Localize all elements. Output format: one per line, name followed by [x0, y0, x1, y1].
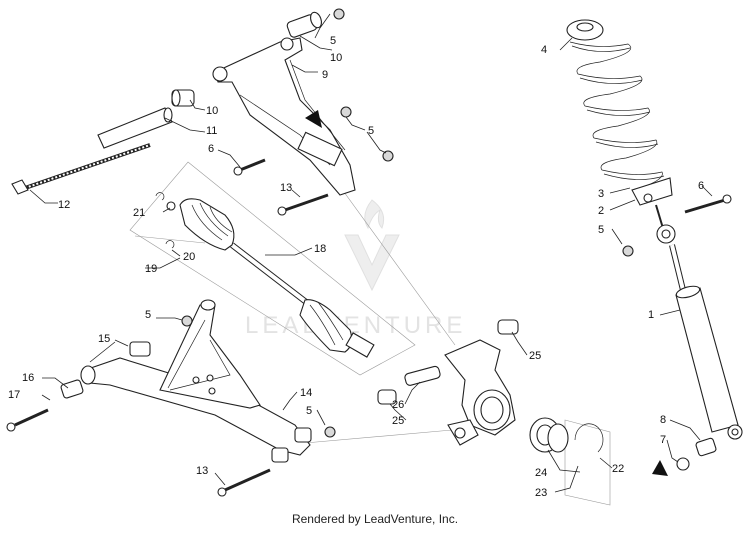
direction-arrow-icon [305, 110, 322, 128]
callout-19: 19 [145, 263, 157, 275]
callout-5: 5 [330, 35, 336, 47]
upper-pivot-bolt [11, 143, 151, 195]
callout-16: 16 [22, 372, 34, 384]
shock-bolt-6 [684, 194, 732, 214]
snap-ring [574, 423, 604, 453]
direction-arrow-icon [652, 460, 668, 476]
upper-a-arm [212, 37, 356, 196]
drive-axle [166, 198, 375, 358]
callout-5: 5 [306, 405, 312, 417]
watermark-logo: LEADVENTURE [245, 199, 462, 339]
callout-18: 18 [314, 243, 326, 255]
callout-11: 11 [206, 125, 217, 137]
callout-8: 8 [660, 414, 666, 426]
upper-nuts-5 [340, 106, 394, 162]
spring-retainer [566, 19, 604, 41]
upper-bushing-top [286, 8, 345, 38]
shock-lower-bushings [652, 437, 717, 476]
shock-absorber [655, 204, 743, 440]
callout-21: 21 [133, 207, 145, 219]
callout-25: 25 [529, 350, 541, 362]
callout-2: 2 [598, 205, 604, 217]
callout-12: 12 [58, 199, 70, 211]
callout-7: 7 [660, 434, 666, 446]
upper-bushing-left [171, 89, 195, 107]
callout-15: 15 [98, 333, 110, 345]
upper-bolt-6 [233, 158, 266, 176]
callout-26: 26 [392, 399, 404, 411]
shock-nut-5 [622, 245, 634, 257]
callouts: 5 10 9 10 11 5 6 12 13 21 18 20 19 5 15 … [8, 35, 704, 499]
hub-bearing [529, 417, 569, 453]
lower-a-arm [80, 299, 312, 463]
lower-bolt-13 [217, 468, 271, 497]
coil-spring [569, 41, 665, 191]
reference-lines [129, 161, 611, 506]
callout-6: 6 [698, 180, 704, 192]
callout-23: 23 [535, 487, 547, 499]
lower-bolt-17 [6, 408, 49, 432]
callout-10: 10 [330, 52, 342, 64]
upper-pivot-sleeve [97, 107, 173, 149]
callout-6: 6 [208, 143, 214, 155]
leader-lines [29, 13, 713, 493]
callout-25: 25 [392, 415, 404, 427]
callout-13: 13 [280, 182, 292, 194]
callout-13: 13 [196, 465, 208, 477]
callout-3: 3 [598, 188, 604, 200]
lower-bushings [60, 315, 336, 438]
callout-14: 14 [300, 387, 312, 399]
callout-9: 9 [322, 69, 328, 81]
rendered-by-footer: Rendered by LeadVenture, Inc. [291, 512, 459, 526]
callout-5: 5 [598, 224, 604, 236]
axle-clip-20 [165, 240, 175, 249]
upper-bolt-13 [277, 193, 329, 216]
callout-5: 5 [368, 125, 374, 137]
callout-24: 24 [535, 467, 547, 479]
callout-4: 4 [541, 44, 547, 56]
knuckle-bushing-26 [404, 365, 441, 386]
callout-1: 1 [648, 309, 654, 321]
steering-knuckle [444, 339, 516, 446]
callout-10: 10 [206, 105, 218, 117]
callout-20: 20 [183, 251, 195, 263]
spring-seat [631, 177, 673, 206]
callout-17: 17 [8, 389, 20, 401]
callout-22: 22 [612, 463, 624, 475]
knuckle-bushing-25 [377, 319, 519, 405]
callout-5: 5 [145, 309, 151, 321]
axle-clip-21 [155, 192, 165, 201]
